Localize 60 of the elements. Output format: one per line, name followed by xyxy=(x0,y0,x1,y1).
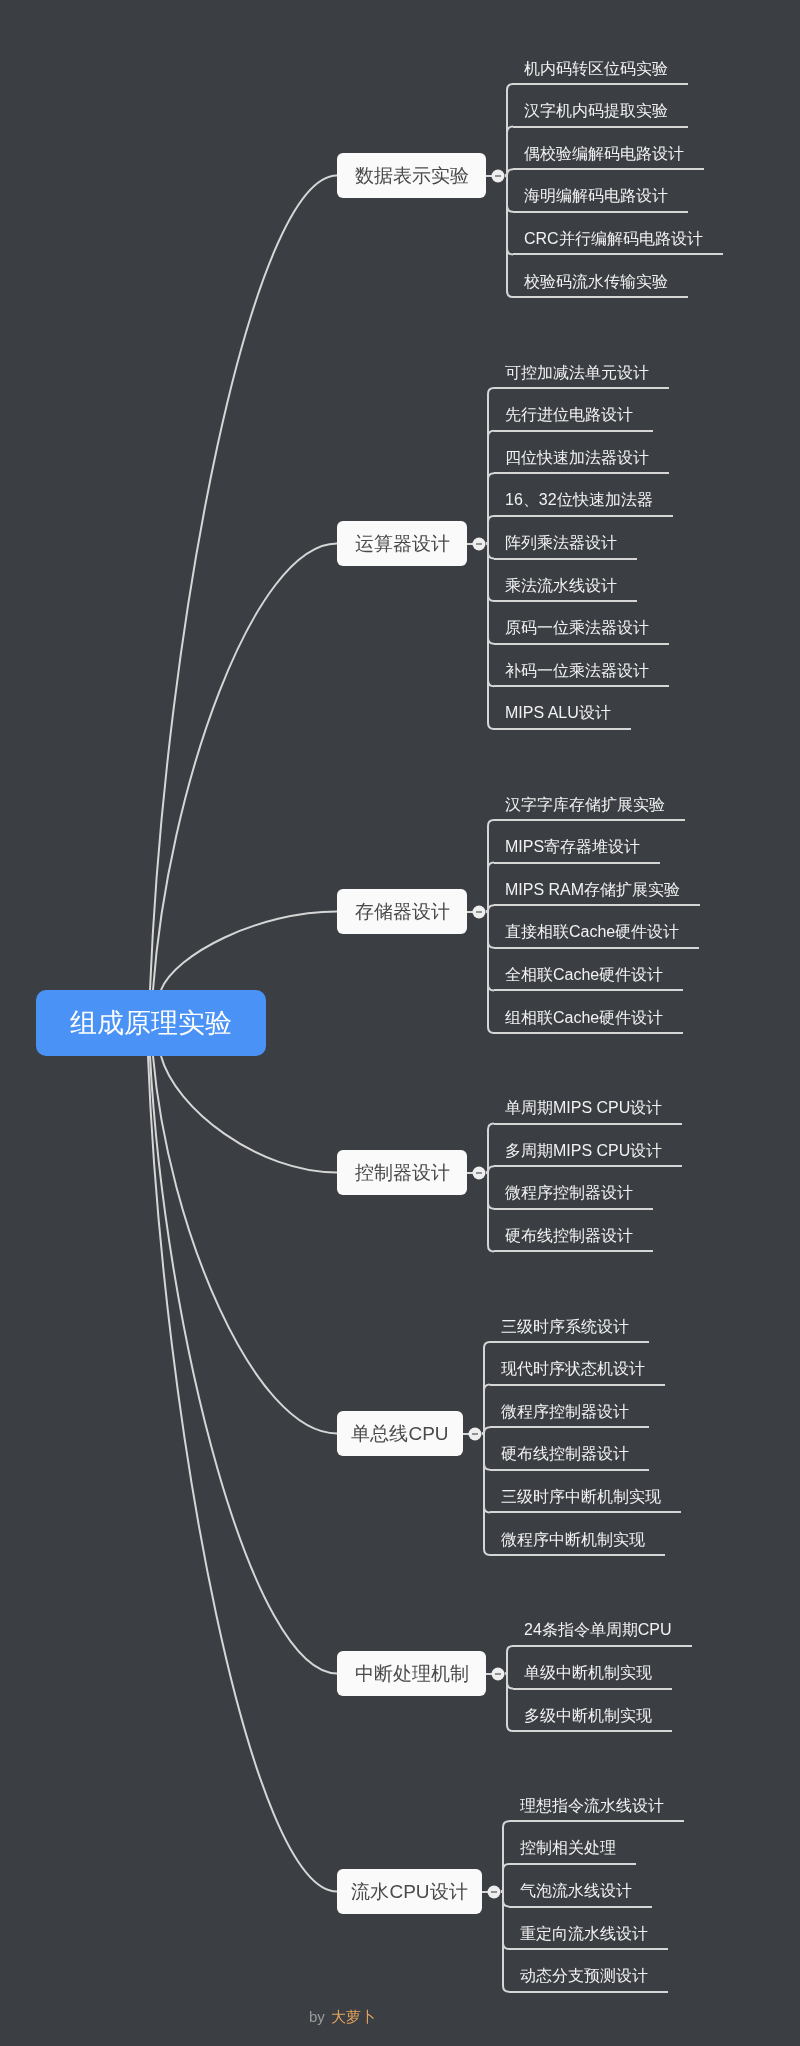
topic-text: CRC并行编解码电路设计 xyxy=(524,228,703,249)
topic-text: 汉字机内码提取实验 xyxy=(524,101,668,122)
branch-connector xyxy=(160,910,338,991)
topic-text: 四位快速加法器设计 xyxy=(505,447,649,468)
branch-connector xyxy=(147,1055,338,1893)
author-name: 大萝卜 xyxy=(330,2007,376,2027)
topic-text: 中断处理机制 xyxy=(354,1661,469,1686)
topic-text: 流水CPU设计 xyxy=(351,1879,468,1904)
topic-text: 动态分支预测设计 xyxy=(520,1966,648,1987)
topic-text: 补码一位乘法器设计 xyxy=(505,660,649,681)
branch-connector xyxy=(485,1171,495,1253)
branch-connector xyxy=(149,1055,338,1675)
topic-text: 多周期MIPS CPU设计 xyxy=(505,1140,663,1161)
topic-text: 数据表示实验 xyxy=(354,163,469,188)
topic-text: 单级中断机制实现 xyxy=(524,1663,652,1683)
topic-text: 16、32位快速加法器 xyxy=(505,490,653,511)
topic-text: MIPS RAM存储扩展实验 xyxy=(505,879,681,900)
topic-text: 单周期MIPS CPU设计 xyxy=(505,1098,663,1119)
topic-text: 三级时序系统设计 xyxy=(501,1316,629,1337)
topic-text: 海明编解码电路设计 xyxy=(524,186,668,207)
branch-connector xyxy=(504,1644,514,1675)
topic-text: 理想指令流水线设计 xyxy=(520,1795,664,1816)
topic-text: 控制器设计 xyxy=(354,1160,450,1185)
branch-connector xyxy=(152,1055,338,1435)
topic-text: 阵列乘法器设计 xyxy=(505,533,617,553)
topic-text: 气泡流水线设计 xyxy=(520,1881,632,1901)
topic-text: 直接相联Cache硬件设计 xyxy=(505,922,680,943)
topic-text: 硬布线控制器设计 xyxy=(505,1225,633,1246)
topic-text: 偶校验编解码电路设计 xyxy=(524,143,684,164)
topic-text: 全相联Cache硬件设计 xyxy=(505,964,664,985)
topic-text: 汉字字库存储扩展实验 xyxy=(505,794,665,815)
topic-text: 原码一位乘法器设计 xyxy=(505,618,649,639)
topic-text: 可控加减法单元设计 xyxy=(505,362,649,383)
topic-text: 三级时序中断机制实现 xyxy=(501,1486,661,1507)
topic-text: 多级中断机制实现 xyxy=(524,1705,652,1726)
branch-connector xyxy=(152,542,338,991)
branch-connector xyxy=(149,174,338,991)
branch-connector xyxy=(504,1672,514,1733)
topic-text: 微程序中断机制实现 xyxy=(501,1529,645,1550)
topic-text: 运算器设计 xyxy=(354,531,450,556)
topic-text: MIPS ALU设计 xyxy=(505,703,611,724)
topic-text: 单总线CPU xyxy=(351,1421,449,1446)
topic-text: 微程序控制器设计 xyxy=(505,1183,633,1204)
topic-text: 控制相关处理 xyxy=(520,1838,616,1859)
topic-text: 重定向流水线设计 xyxy=(520,1923,648,1944)
topic-text: 硬布线控制器设计 xyxy=(501,1444,629,1465)
branch-connector xyxy=(160,1055,338,1174)
topic-text: 机内码转区位码实验 xyxy=(524,58,668,79)
central-topic-box xyxy=(36,990,266,1056)
topic-text: MIPS寄存器堆设计 xyxy=(505,837,641,858)
topic-text: 组成原理实验 xyxy=(70,1007,232,1040)
topic-text: 组相联Cache硬件设计 xyxy=(505,1007,664,1028)
topic-text: 乘法流水线设计 xyxy=(505,575,617,596)
byline-text: by xyxy=(309,2007,325,2027)
topic-text: 先行进位电路设计 xyxy=(505,405,633,426)
topic-text: 存储器设计 xyxy=(354,899,450,924)
topic-text: 微程序控制器设计 xyxy=(501,1401,629,1422)
topic-text: 现代时序状态机设计 xyxy=(501,1359,645,1380)
topic-text: 校验码流水传输实验 xyxy=(524,271,668,292)
topic-text: 24条指令单周期CPU xyxy=(524,1620,672,1641)
